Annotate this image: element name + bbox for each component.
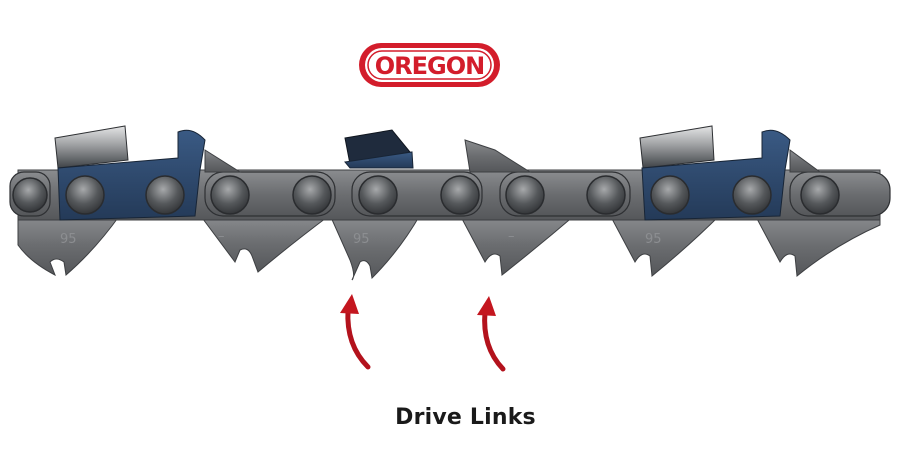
drive-link-tangs [17,214,881,281]
saw-chain-illustration: 95 95 95 – – [9,125,891,281]
drive-links-label: Drive Links [395,405,536,430]
caption: Drive Links [0,405,909,430]
arrow-icon [340,294,371,370]
arrow-icon [477,296,506,372]
svg-text:95: 95 [645,232,662,247]
depth-gauges [204,139,822,173]
svg-text:95: 95 [353,232,370,247]
svg-text:–: – [508,229,515,244]
svg-text:–: – [218,229,225,244]
cutter-chrome-tops [54,125,715,169]
rivets [12,175,840,215]
gauge-markings: 95 95 95 – – [60,229,662,247]
drive-link-arrows [340,294,506,372]
svg-text:95: 95 [60,232,77,247]
logo-text: OREGON [375,52,484,80]
oregon-logo: OREGON [359,43,500,87]
